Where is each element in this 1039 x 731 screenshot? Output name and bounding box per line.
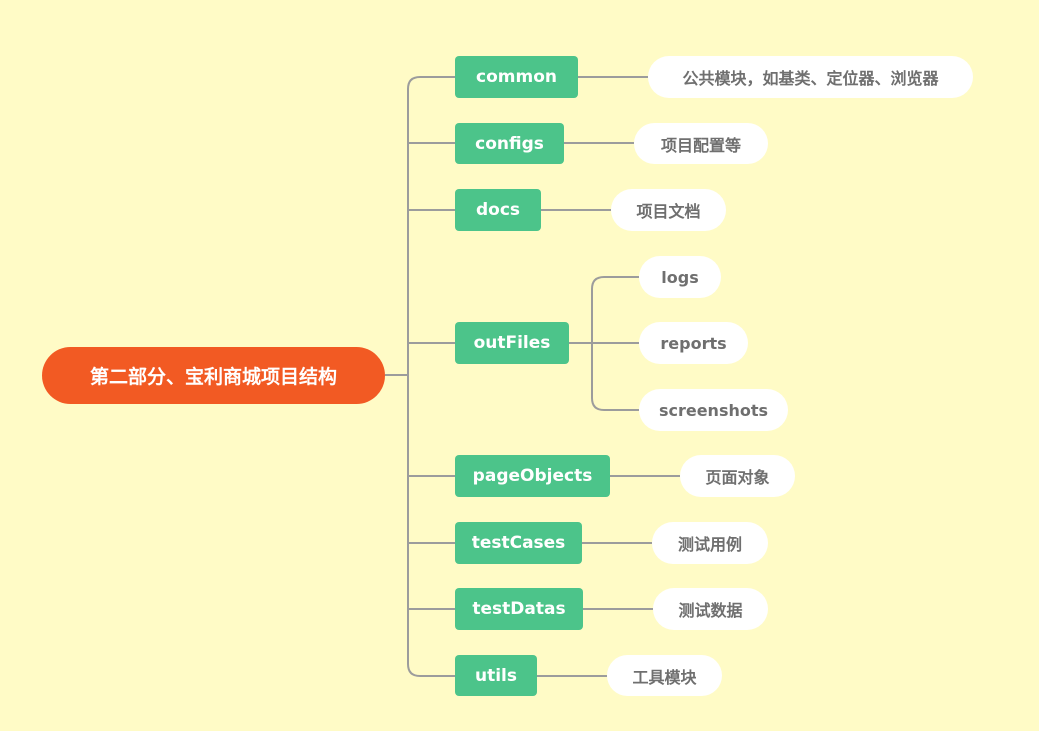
leaf-node-testcases-description[interactable]: 测试用例 [652,522,768,564]
leaf-node-docs-description[interactable]: 项目文档 [611,189,726,231]
leaf-node-logs[interactable]: logs [639,256,721,298]
branch-node-common[interactable]: common [455,56,578,98]
branch-node-utils[interactable]: utils [455,655,537,696]
branch-node-outfiles[interactable]: outFiles [455,322,569,364]
connector-line [407,76,421,677]
leaf-node-configs-description[interactable]: 项目配置等 [634,123,768,164]
leaf-node-common-description[interactable]: 公共模块，如基类、定位器、浏览器 [648,56,973,98]
leaf-node-reports[interactable]: reports [639,322,748,364]
root-node[interactable]: 第二部分、宝利商城项目结构 [42,347,385,404]
branch-node-testdatas[interactable]: testDatas [455,588,583,630]
branch-node-docs[interactable]: docs [455,189,541,231]
connector-line [591,276,605,411]
branch-node-testcases[interactable]: testCases [455,522,582,564]
leaf-node-utils-description[interactable]: 工具模块 [607,655,722,696]
leaf-node-testdatas-description[interactable]: 测试数据 [653,588,768,630]
leaf-node-screenshots[interactable]: screenshots [639,389,788,431]
branch-node-configs[interactable]: configs [455,123,564,164]
leaf-node-pageobjects-description[interactable]: 页面对象 [680,455,795,497]
branch-node-pageobjects[interactable]: pageObjects [455,455,610,497]
